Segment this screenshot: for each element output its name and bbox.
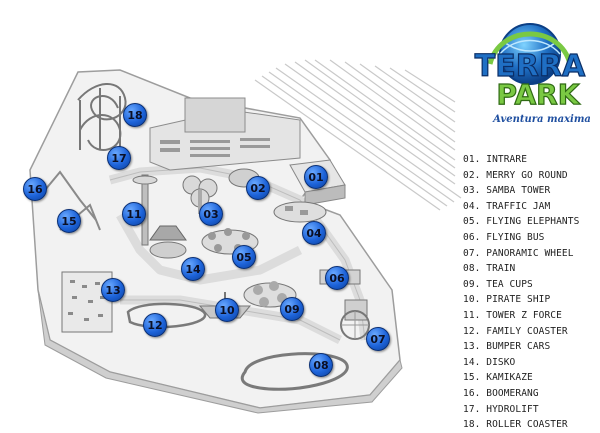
legend-item-08: 08. TRAIN — [463, 263, 516, 275]
legend-item-12: 12. FAMILY COASTER — [463, 325, 568, 337]
legend-item-11: 11. TOWER Z FORCE — [463, 309, 562, 321]
marker-17-hydrolift[interactable]: 17 — [107, 146, 131, 170]
marker-15-kamikaze[interactable]: 15 — [57, 209, 81, 233]
attractions-legend: 01. INTRARE 02. MERRY GO ROUND 03. SAMBA… — [463, 152, 579, 433]
panoramic-wheel — [340, 310, 370, 340]
terra-park-logo: TERRA PARK Aventura maxima — [474, 23, 590, 125]
roller-coaster-track — [77, 83, 127, 151]
legend-item-16: 16. BOOMERANG — [463, 387, 539, 399]
legend-item-02: 02. MERRY GO ROUND — [463, 169, 568, 181]
marker-09-tea-cups[interactable]: 09 — [280, 297, 304, 321]
marker-18-roller-coaster[interactable]: 18 — [123, 103, 147, 127]
park-ground-shade — [37, 289, 403, 414]
central-buildings — [149, 97, 301, 171]
marker-16-boomerang[interactable]: 16 — [23, 177, 47, 201]
legend-item-17: 17. HYDROLIFT — [463, 403, 539, 415]
traffic-jam — [273, 201, 327, 223]
legend-item-06: 06. FLYING BUS — [463, 231, 545, 243]
legend-item-03: 03. SAMBA TOWER — [463, 185, 551, 197]
legend-item-13: 13. BUMPER CARS — [463, 341, 551, 353]
legend-item-01: 01. INTRARE — [463, 154, 528, 165]
marker-05-flying-elephants[interactable]: 05 — [232, 245, 256, 269]
marker-14-disko[interactable]: 14 — [181, 257, 205, 281]
legend-item-04: 04. TRAFFIC JAM — [463, 200, 551, 212]
marker-04-traffic-jam[interactable]: 04 — [302, 221, 326, 245]
logo-word-terra: TERRA — [475, 49, 586, 84]
marker-10-pirate-ship[interactable]: 10 — [215, 298, 239, 322]
legend-item-10: 10. PIRATE SHIP — [463, 294, 551, 306]
legend-item-18: 18. ROLLER COASTER — [463, 419, 568, 431]
legend-item-07: 07. PANORAMIC WHEEL — [463, 247, 574, 259]
legend-item-05: 05. FLYING ELEPHANTS — [463, 216, 580, 228]
legend-item-15: 15. KAMIKAZE — [463, 372, 533, 384]
marker-13-bumper-cars[interactable]: 13 — [101, 278, 125, 302]
marker-06-flying-bus[interactable]: 06 — [325, 266, 349, 290]
marker-07-panoramic-wheel[interactable]: 07 — [366, 327, 390, 351]
parking-area — [254, 59, 462, 211]
logo-tagline: Aventura maxima — [492, 114, 590, 125]
disko-ride — [149, 225, 187, 259]
train-track — [240, 352, 349, 391]
marker-03-samba-tower[interactable]: 03 — [199, 202, 223, 226]
logo-word-park: PARK — [497, 78, 581, 111]
legend-item-09: 09. TEA CUPS — [463, 278, 533, 290]
marker-12-family-coaster[interactable]: 12 — [143, 313, 167, 337]
legend-item-14: 14. DISKO — [463, 356, 516, 368]
marker-01-intrare[interactable]: 01 — [304, 165, 328, 189]
marker-08-train[interactable]: 08 — [309, 353, 333, 377]
coaster-arc-icon — [487, 31, 573, 65]
marker-02-merry-go-round[interactable]: 02 — [246, 176, 270, 200]
marker-11-tower-z-force[interactable]: 11 — [122, 202, 146, 226]
